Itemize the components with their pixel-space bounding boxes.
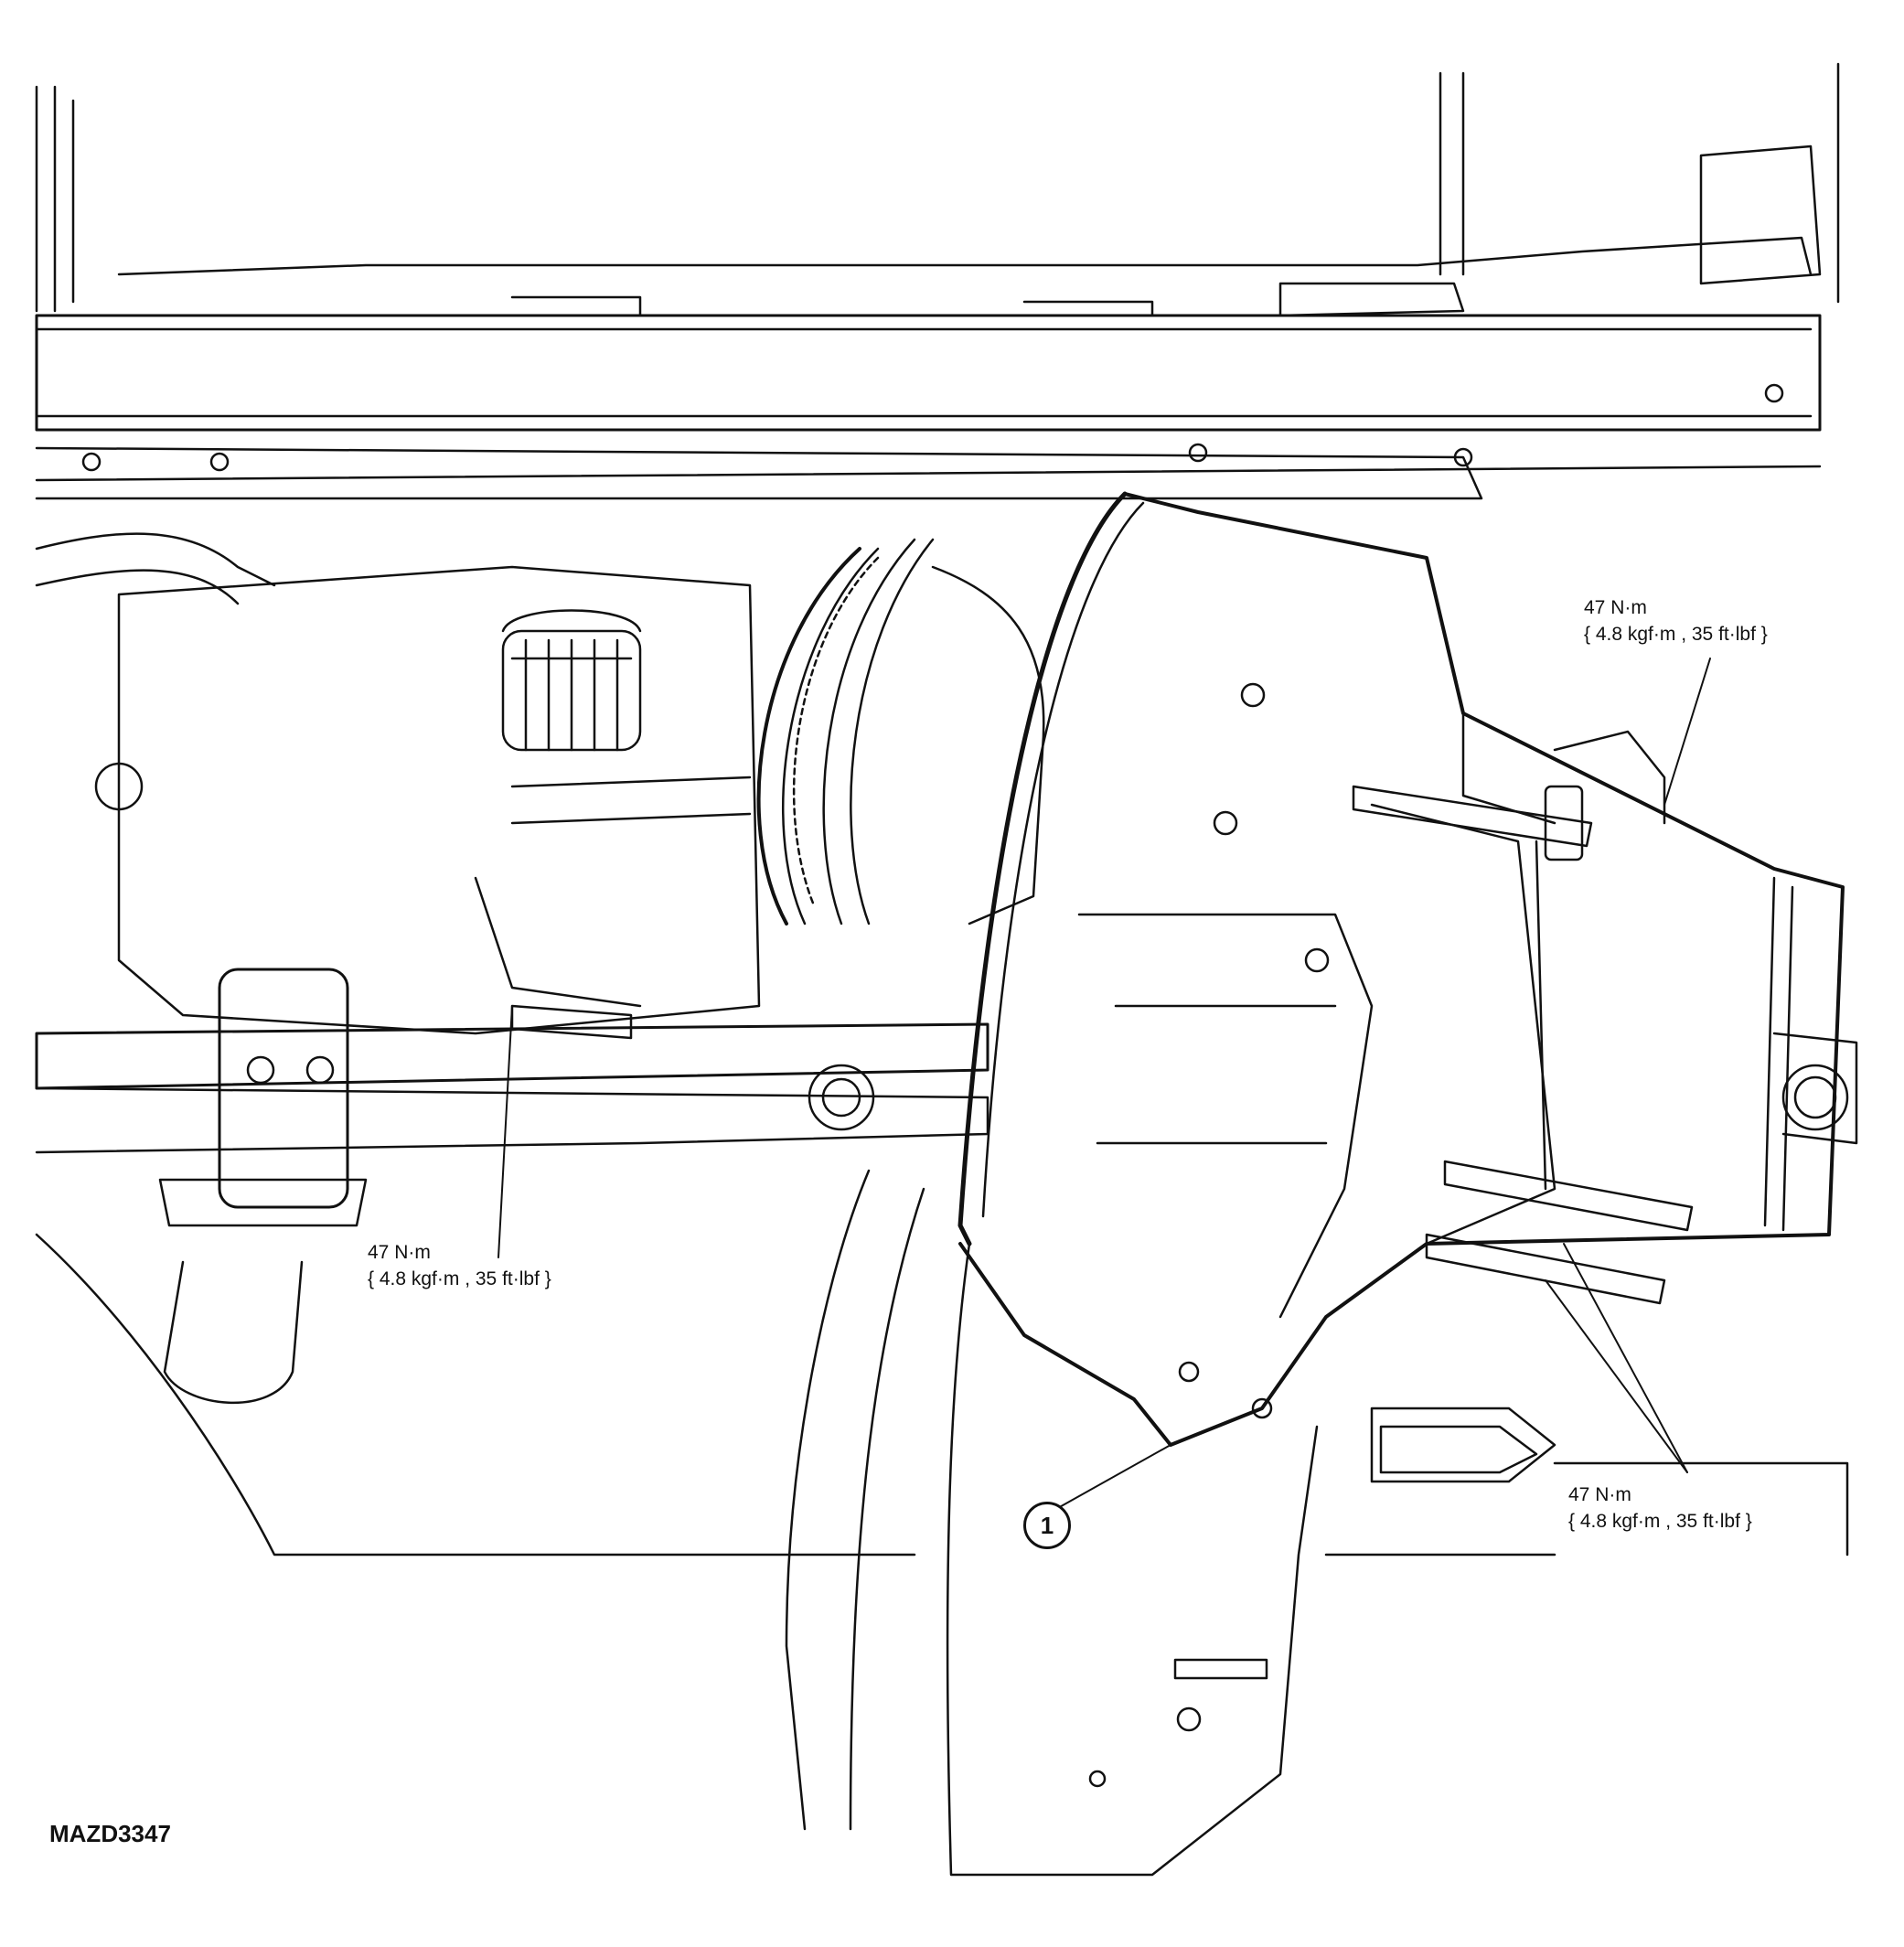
torque-value: 47 N·m	[368, 1242, 431, 1263]
drawing-code: MAZD3347	[49, 1820, 171, 1847]
torque-alt-units: { 4.8 kgf·m , 35 ft·lbf }	[1568, 1511, 1752, 1532]
engine-block	[35, 532, 761, 1035]
torque-spec-top-right: 47 N·m { 4.8 kgf·m , 35 ft·lbf }	[1584, 594, 1768, 647]
flywheel	[756, 538, 1045, 925]
floor-pan	[35, 1169, 1849, 1877]
crossmember	[35, 968, 1858, 1227]
torque-value: 47 N·m	[1568, 1484, 1631, 1505]
leader-lines	[497, 658, 1711, 1510]
transmission-case	[957, 491, 1845, 1447]
torque-value: 47 N·m	[1584, 597, 1647, 618]
radiator-support-frame	[35, 62, 1840, 500]
callout-number: 1	[1023, 1502, 1071, 1549]
torque-alt-units: { 4.8 kgf·m , 35 ft·lbf }	[1584, 624, 1768, 645]
torque-spec-left: 47 N·m { 4.8 kgf·m , 35 ft·lbf }	[368, 1239, 551, 1292]
torque-spec-bottom-right: 47 N·m { 4.8 kgf·m , 35 ft·lbf }	[1568, 1482, 1752, 1535]
torque-alt-units: { 4.8 kgf·m , 35 ft·lbf }	[368, 1268, 551, 1289]
